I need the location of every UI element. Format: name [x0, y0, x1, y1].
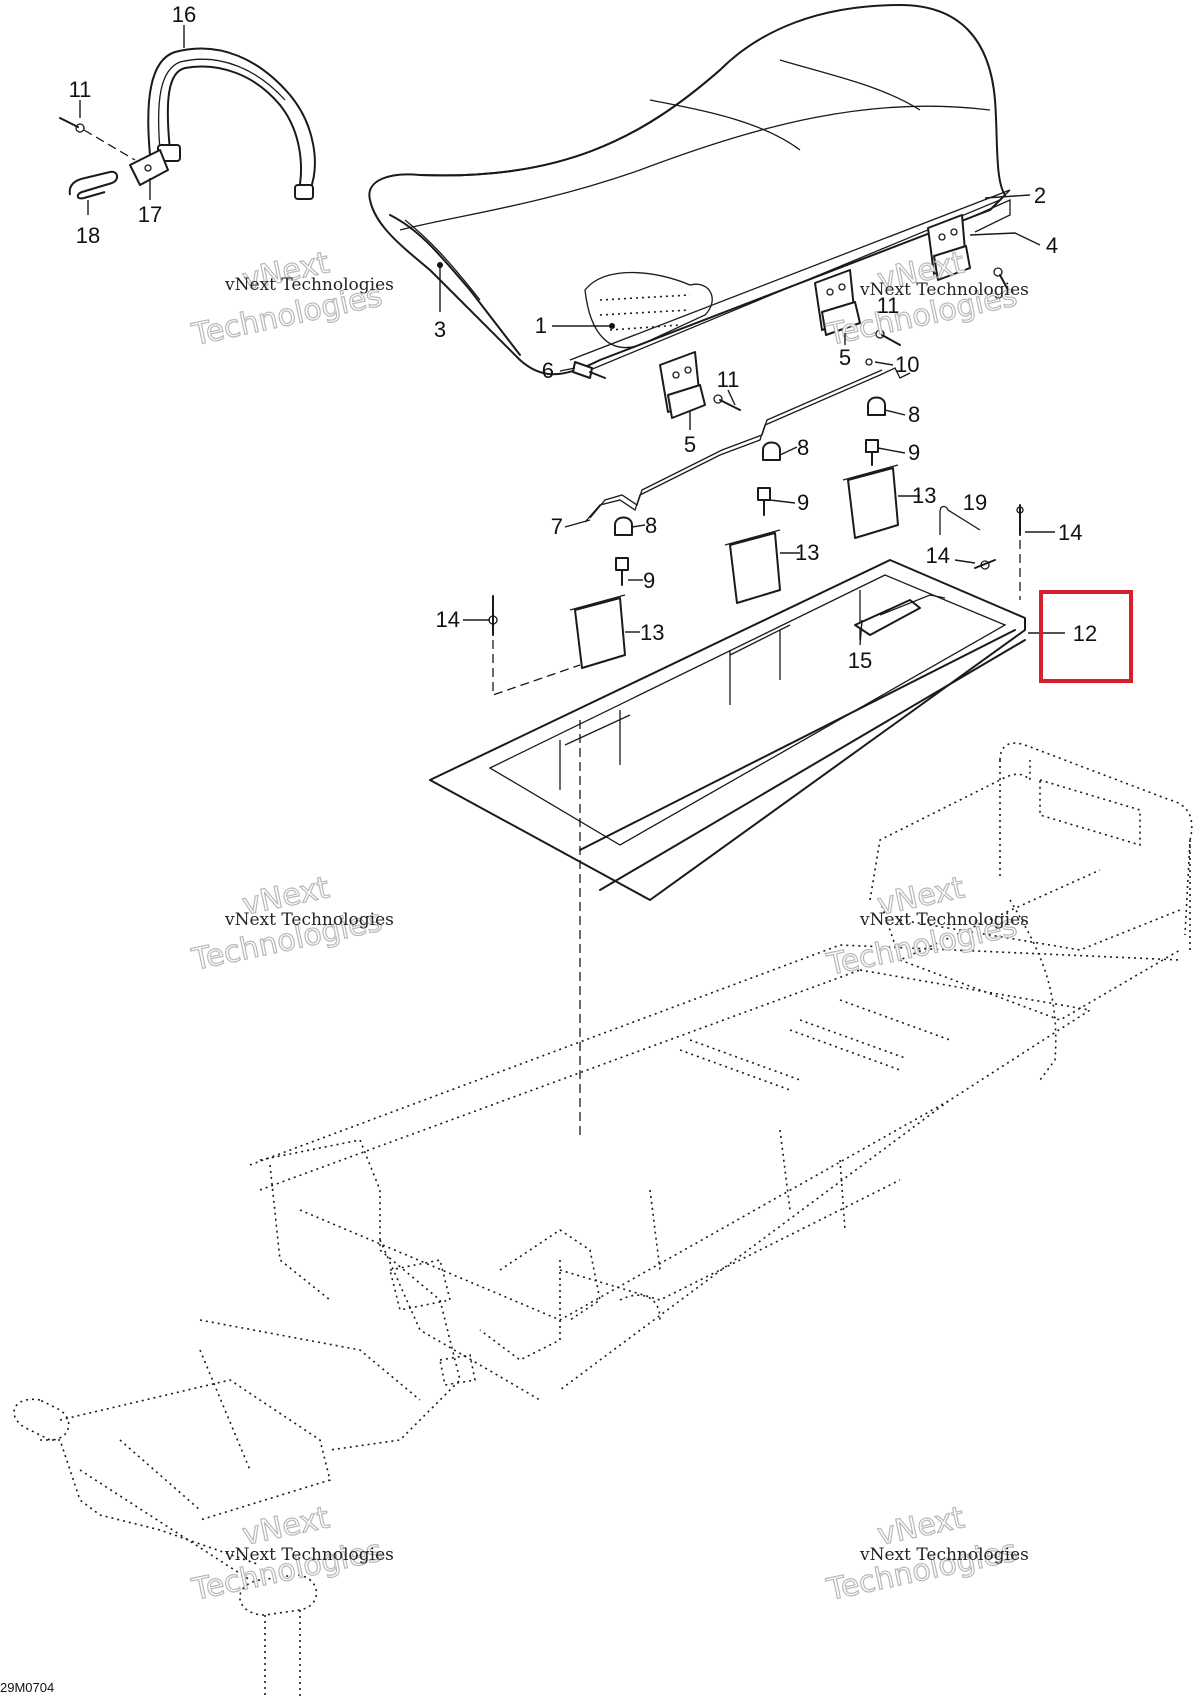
callout-13-c: 13 [640, 620, 664, 645]
callout-5-b: 5 [684, 432, 696, 457]
callout-13-b: 13 [795, 540, 819, 565]
latch-rod-drawing [488, 367, 1024, 669]
watermark-company-3: vNext Technologies [224, 910, 394, 930]
callout-8-c: 8 [645, 513, 657, 538]
callout-12: 12 [1073, 621, 1097, 646]
callout-11-a: 11 [69, 77, 92, 102]
callout-19: 19 [963, 490, 987, 515]
callout-17: 17 [138, 202, 162, 227]
grab-handle-drawing [59, 47, 316, 200]
callout-15: 15 [848, 648, 872, 673]
hinge-drawings [572, 198, 1011, 419]
watermark-company-5: vNext Technologies [224, 1545, 394, 1565]
callout-1: 1 [535, 313, 547, 338]
watermark-company-2: vNext Technologies [859, 280, 1029, 300]
callout-8-a: 8 [908, 402, 920, 427]
callout-16: 16 [172, 2, 196, 27]
callout-10: 10 [895, 352, 919, 377]
callout-leaders [79, 25, 1065, 646]
callout-18: 18 [76, 223, 100, 248]
watermark-company-6: vNext Technologies [859, 1545, 1029, 1565]
callout-11-b: 11 [877, 293, 900, 318]
callout-6: 6 [542, 358, 554, 383]
rack-drawing [869, 742, 1193, 1081]
callout-labels: 16 11 17 18 2 4 3 1 11 5 10 6 11 5 8 8 9… [69, 2, 1098, 673]
callout-11-c: 11 [717, 367, 740, 392]
diagram-code: 29M0704 [0, 1680, 54, 1695]
storage-box-drawing [429, 559, 1026, 901]
callout-9-a: 9 [908, 440, 920, 465]
callout-14-a: 14 [1058, 520, 1082, 545]
chassis-drawing [13, 944, 1181, 1697]
watermark-company-1: vNext Technologies [224, 275, 394, 295]
callout-14-c: 14 [436, 607, 460, 632]
highlight-box-12 [1039, 590, 1133, 683]
callout-8-b: 8 [797, 435, 809, 460]
callout-9-b: 9 [797, 490, 809, 515]
seat-drawing [368, 4, 1011, 376]
watermark-company-4: vNext Technologies [859, 910, 1029, 930]
callout-9-c: 9 [643, 568, 655, 593]
callout-7: 7 [551, 514, 563, 539]
watermark-layer: vNext Technologies vNext Technologies vN… [188, 245, 1029, 1609]
assembly-guide-lines [492, 540, 1021, 1140]
callout-13-a: 13 [912, 483, 936, 508]
callout-2: 2 [1034, 183, 1046, 208]
callout-14-b: 14 [926, 543, 950, 568]
callout-3: 3 [434, 317, 446, 342]
callout-4: 4 [1046, 233, 1058, 258]
callout-5-a: 5 [839, 345, 851, 370]
